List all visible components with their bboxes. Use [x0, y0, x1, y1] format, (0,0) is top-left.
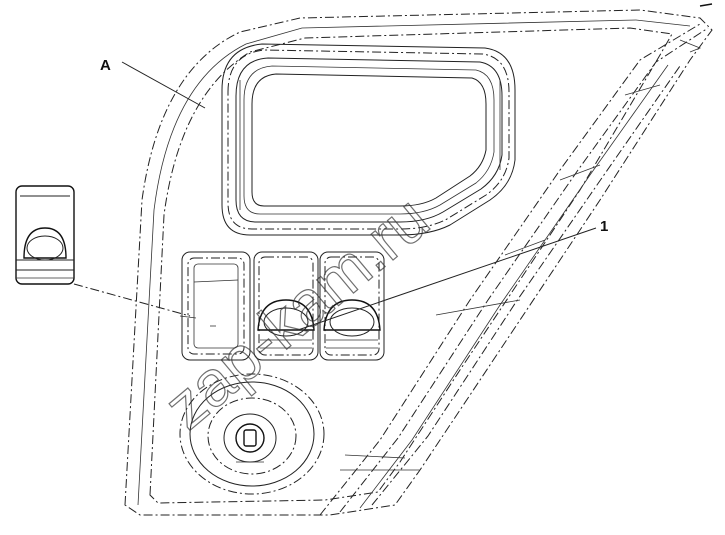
- label-1: 1: [600, 218, 608, 235]
- rocker-switch-1: [253, 251, 319, 361]
- rocker-switch-right: [319, 251, 385, 361]
- ignition-lock: [179, 373, 325, 495]
- leader-line-a: [121, 61, 206, 109]
- label-a: A: [100, 57, 111, 74]
- door-panel-outline: [124, 3, 713, 516]
- assembly-guide-line: [73, 283, 191, 317]
- window-frame: [221, 43, 516, 236]
- blank-switch-plug: [179, 251, 251, 361]
- watermark-text: zap-kam.ru: [151, 182, 442, 443]
- leader-line-1: [297, 227, 597, 331]
- removed-switch: [15, 185, 75, 285]
